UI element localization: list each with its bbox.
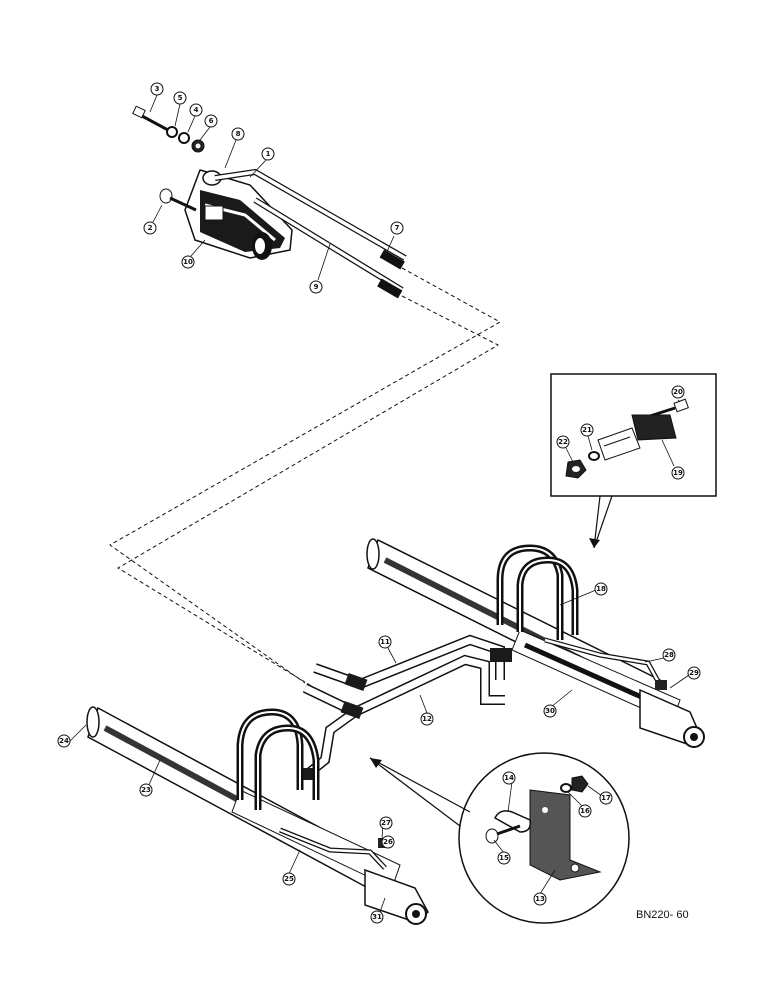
left-hydraulic-cylinder	[86, 706, 429, 925]
callout-6: 6	[204, 114, 218, 128]
svg-text:11: 11	[380, 638, 390, 646]
callout-7: 7	[390, 221, 404, 235]
callout-28: 28	[662, 648, 676, 662]
leader-lines	[69, 94, 693, 916]
svg-text:29: 29	[689, 669, 699, 677]
callout-21: 21	[580, 423, 594, 437]
callout-1: 1	[261, 147, 275, 161]
callout-12: 12	[420, 712, 434, 726]
svg-text:13: 13	[535, 895, 545, 903]
right-hydraulic-cylinder	[366, 538, 705, 748]
svg-text:4: 4	[194, 106, 199, 114]
svg-text:14: 14	[504, 774, 514, 782]
control-valve-assembly	[132, 105, 407, 299]
svg-text:31: 31	[372, 913, 382, 921]
svg-text:8: 8	[236, 130, 241, 138]
svg-text:15: 15	[499, 854, 509, 862]
callout-10: 10	[181, 255, 195, 269]
svg-text:27: 27	[381, 819, 391, 827]
hose-route-dashed	[109, 267, 502, 691]
callout-27: 27	[379, 816, 393, 830]
callout-15: 15	[497, 851, 511, 865]
callout-31: 31	[370, 910, 384, 924]
callout-17: 17	[599, 791, 613, 805]
callouts: 3 5 4 6 8 1 2 10 7 9 20 21 22 19 18 11 1…	[57, 82, 701, 924]
svg-text:23: 23	[141, 786, 151, 794]
svg-text:7: 7	[395, 224, 400, 232]
washer-4	[178, 132, 190, 144]
callout-9: 9	[309, 280, 323, 294]
callout-19: 19	[671, 466, 685, 480]
svg-text:21: 21	[582, 426, 592, 434]
svg-text:26: 26	[383, 838, 393, 846]
callout-24: 24	[57, 734, 71, 748]
callout-8: 8	[231, 127, 245, 141]
svg-text:9: 9	[314, 283, 319, 291]
bolt-2	[159, 188, 197, 212]
callout-18: 18	[594, 582, 608, 596]
bracket-detail-inset	[369, 752, 630, 924]
svg-text:30: 30	[545, 707, 555, 715]
svg-text:12: 12	[422, 715, 432, 723]
callout-25: 25	[282, 872, 296, 886]
callout-5: 5	[173, 91, 187, 105]
hoses-11-12	[300, 634, 512, 780]
svg-text:25: 25	[284, 875, 294, 883]
svg-text:1: 1	[266, 150, 271, 158]
svg-text:6: 6	[209, 117, 214, 125]
svg-text:10: 10	[183, 258, 193, 266]
svg-text:5: 5	[178, 94, 183, 102]
washer-5	[166, 126, 178, 138]
svg-text:17: 17	[601, 794, 611, 802]
clamp-detail-inset	[550, 373, 717, 549]
svg-text:18: 18	[596, 585, 606, 593]
svg-text:24: 24	[59, 737, 69, 745]
callout-2: 2	[143, 221, 157, 235]
callout-26: 26	[381, 835, 395, 849]
callout-30: 30	[543, 704, 557, 718]
callout-20: 20	[671, 385, 685, 399]
callout-13: 13	[533, 892, 547, 906]
drawing-code: BN220- 60	[636, 909, 689, 921]
svg-text:2: 2	[148, 224, 153, 232]
callout-22: 22	[556, 435, 570, 449]
callout-16: 16	[578, 804, 592, 818]
callout-3: 3	[150, 82, 164, 96]
svg-text:3: 3	[155, 85, 160, 93]
callout-11: 11	[378, 635, 392, 649]
svg-text:22: 22	[558, 438, 568, 446]
bolt-3	[132, 105, 169, 132]
callout-29: 29	[687, 666, 701, 680]
svg-text:20: 20	[673, 388, 683, 396]
svg-text:16: 16	[580, 807, 590, 815]
callout-23: 23	[139, 783, 153, 797]
svg-text:28: 28	[664, 651, 674, 659]
callout-14: 14	[502, 771, 516, 785]
svg-text:19: 19	[673, 469, 683, 477]
callout-4: 4	[189, 103, 203, 117]
